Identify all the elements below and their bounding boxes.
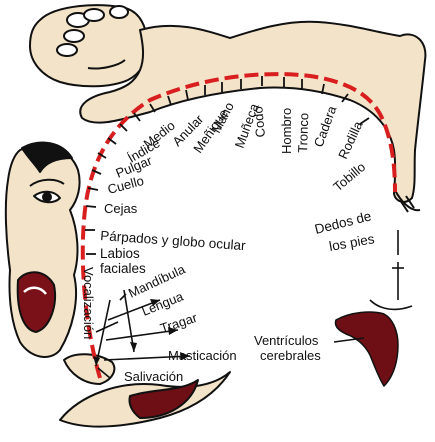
label-tobillo: Tobillo bbox=[330, 159, 368, 194]
label-ventriculos-1: Ventrículos bbox=[254, 333, 319, 348]
toes-labels: Dedos de los pies bbox=[313, 208, 376, 254]
mouth-labels: Mandíbula Lengua Tragar Masticación Sali… bbox=[124, 261, 237, 384]
label-cadera: Cadera bbox=[311, 103, 340, 149]
label-rodilla: Rodilla bbox=[335, 118, 366, 161]
label-ventriculos-2: cerebrales bbox=[260, 348, 321, 363]
label-vocalizacion: Vocalización bbox=[81, 267, 96, 339]
ventricle-labels: Ventrículos cerebrales bbox=[254, 333, 321, 363]
midline-marker bbox=[370, 230, 412, 309]
label-dedos-pies-2: los pies bbox=[328, 231, 376, 254]
label-tragar: Tragar bbox=[158, 310, 199, 336]
label-cejas: Cejas bbox=[104, 201, 138, 216]
label-hombro: Hombro bbox=[279, 108, 294, 154]
hand-illustration bbox=[30, 5, 147, 86]
label-cuello: Cuello bbox=[106, 173, 145, 197]
ventricle-shape bbox=[335, 312, 398, 386]
label-labios-1: Labios bbox=[100, 246, 140, 261]
label-labios-2: faciales bbox=[100, 261, 146, 276]
label-salivacion: Salivación bbox=[124, 369, 183, 384]
label-tronco: Tronco bbox=[295, 113, 311, 153]
label-masticacion: Masticación bbox=[168, 348, 237, 363]
